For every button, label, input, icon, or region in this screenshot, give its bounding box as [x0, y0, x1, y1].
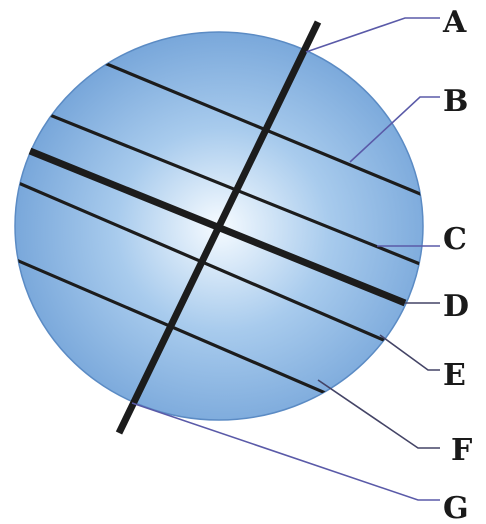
label-b: B — [443, 84, 468, 119]
leader-line-f — [318, 380, 440, 448]
label-d: D — [443, 289, 469, 324]
label-c: C — [443, 222, 467, 257]
leader-line-g — [132, 403, 440, 500]
label-e: E — [443, 358, 466, 393]
label-g: G — [443, 491, 469, 524]
label-f: F — [451, 433, 472, 468]
leader-line-a — [306, 18, 440, 52]
leader-line-e — [380, 335, 440, 370]
label-a: A — [442, 5, 467, 40]
